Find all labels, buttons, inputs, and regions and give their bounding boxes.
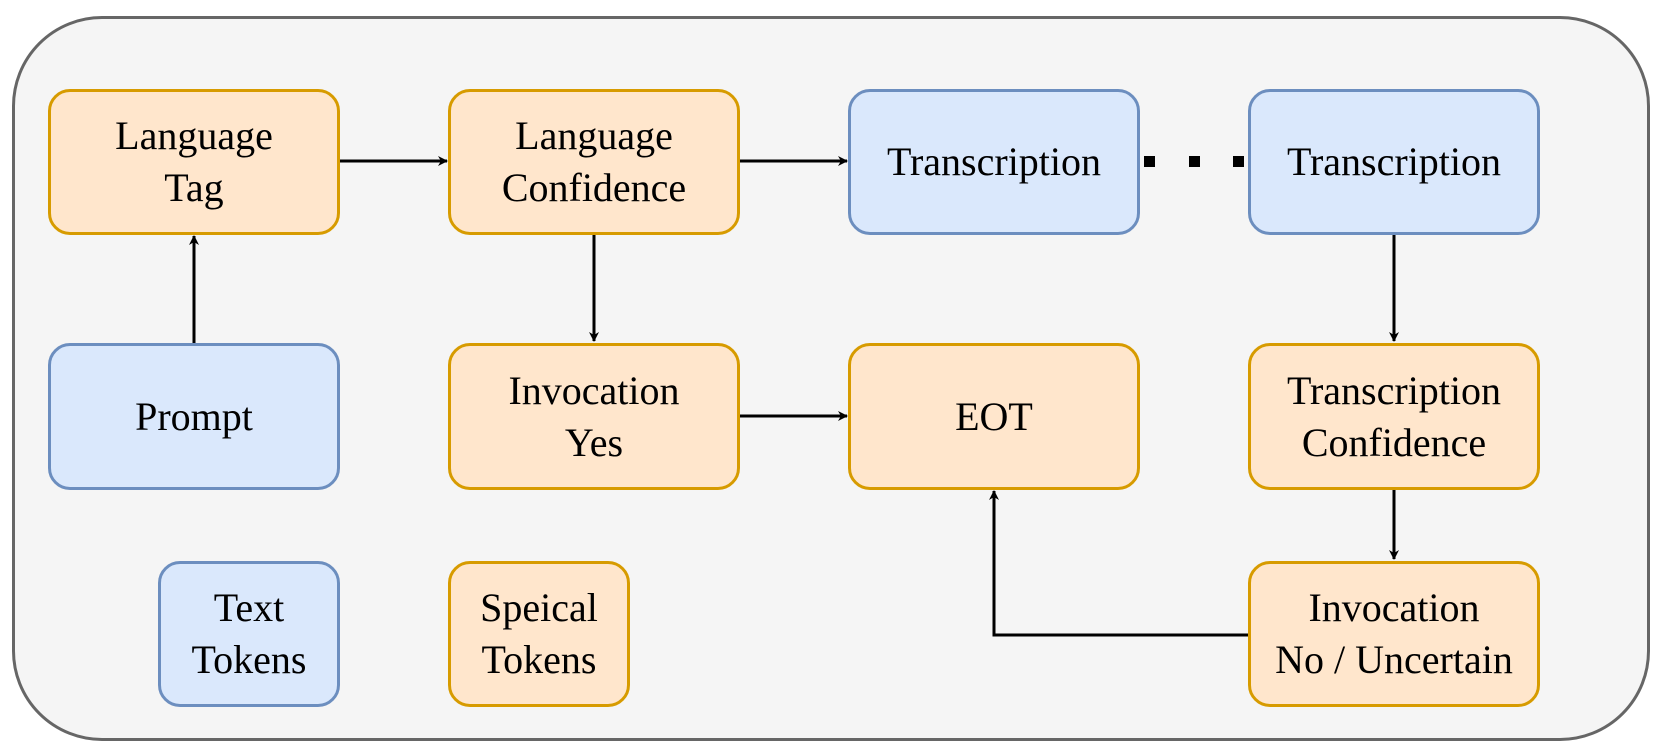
node-language-confidence-label-line2: Confidence (501, 165, 687, 210)
node-language-tag-label-line2: Tag (164, 165, 224, 210)
node-language-confidence-label-line1: Language (515, 113, 673, 158)
node-language-tag: Language Tag (48, 89, 340, 235)
legend-special-tokens-label-line1: Speical (480, 585, 598, 630)
legend-text-tokens-label-line1: Text (213, 585, 285, 630)
legend-special-tokens: Speical Tokens (448, 561, 630, 707)
ellipsis-dot (1144, 156, 1155, 167)
ellipsis-dot (1233, 156, 1244, 167)
node-invocation-yes-label-line1: Invocation (508, 367, 680, 413)
ellipsis-connector (1144, 156, 1244, 168)
node-transcription-1: Transcription (848, 89, 1140, 235)
node-invocation-yes-label-line2: Yes (564, 419, 624, 465)
node-prompt: Prompt (48, 343, 340, 490)
node-transcription-2-label: Transcription (1286, 139, 1502, 184)
node-invocation-yes: Invocation Yes (448, 343, 740, 490)
node-language-tag-label-line1: Language (115, 113, 273, 158)
node-eot: EOT (848, 343, 1140, 490)
node-transcription-confidence: Transcription Confidence (1248, 343, 1540, 490)
node-invocation-no-uncertain: Invocation No / Uncertain (1248, 561, 1540, 707)
node-invocation-no-label-line2: No / Uncertain (1275, 637, 1513, 682)
legend-text-tokens-label-line2: Tokens (191, 637, 307, 682)
node-transcription-1-label: Transcription (886, 139, 1102, 184)
node-transcription-confidence-label-line1: Transcription (1286, 367, 1502, 413)
node-prompt-label: Prompt (135, 393, 253, 439)
node-transcription-confidence-label-line2: Confidence (1301, 419, 1487, 465)
legend-special-tokens-label-line2: Tokens (481, 637, 597, 682)
node-transcription-2: Transcription (1248, 89, 1540, 235)
node-language-confidence: Language Confidence (448, 89, 740, 235)
node-invocation-no-label-line1: Invocation (1308, 585, 1480, 630)
ellipsis-dot (1189, 156, 1200, 167)
legend-text-tokens: Text Tokens (158, 561, 340, 707)
node-eot-label: EOT (955, 393, 1033, 439)
